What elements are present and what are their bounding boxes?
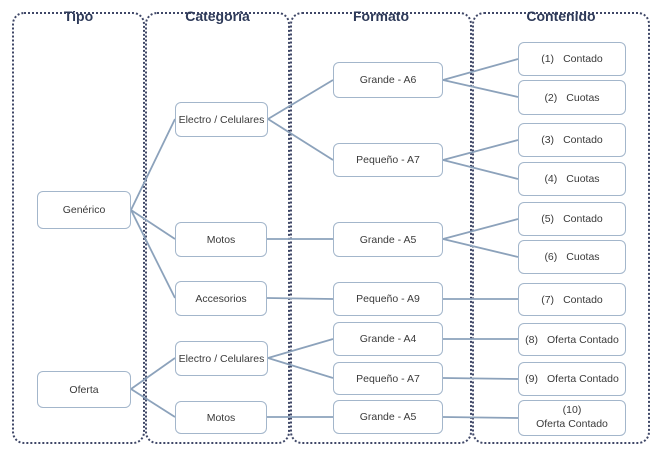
contenido-number: (4) [544, 173, 558, 185]
contenido-label: Cuotas [566, 91, 600, 104]
connector-line [130, 118, 176, 211]
node-electro-celulares-1: Electro / Celulares [175, 102, 268, 137]
contenido-number: (5) [541, 213, 555, 225]
node-electro-celulares-2: Electro / Celulares [175, 341, 268, 376]
node-contenido-1: (1) Contado [518, 42, 626, 76]
column-header-formato: Formato [353, 8, 409, 24]
node-grande-a6: Grande - A6 [333, 62, 443, 98]
node-grande-a5b: Grande - A5 [333, 400, 443, 434]
node-pequeno-a7b: Pequeño - A7 [333, 362, 443, 395]
node-grande-a4: Grande - A4 [333, 322, 443, 356]
contenido-label: Contado [563, 213, 603, 225]
connector-line [267, 118, 334, 161]
column-header-tipo: Tipo [63, 8, 94, 24]
connector-line [442, 377, 519, 380]
contenido-label: Contado [563, 53, 603, 65]
connector-line [442, 218, 519, 240]
connector-line [267, 338, 334, 359]
connector-line [267, 357, 334, 379]
contenido-number: (10) [562, 404, 582, 417]
connector-line [266, 297, 334, 300]
connector-line [442, 139, 519, 161]
connector-line [130, 209, 176, 299]
node-contenido-5: (5) Contado [518, 202, 626, 236]
connector-line [130, 388, 176, 418]
node-contenido-2: (2) Cuotas [518, 80, 626, 115]
node-grande-a5: Grande - A5 [333, 222, 443, 257]
node-contenido-4: (4) Cuotas [518, 162, 626, 196]
contenido-number: (1) [541, 53, 555, 65]
contenido-number: (9) [525, 373, 539, 385]
contenido-number: (3) [541, 134, 555, 146]
connector-line [442, 416, 519, 419]
connector-line [442, 79, 519, 98]
node-oferta: Oferta [37, 371, 131, 408]
panel-formato [290, 12, 472, 444]
contenido-label: Cuotas [566, 251, 600, 263]
node-contenido-6: (6) Cuotas [518, 240, 626, 274]
node-generico: Genérico [37, 191, 131, 229]
connector-line [130, 357, 176, 390]
column-header-categoria: Categoría [185, 8, 250, 24]
node-contenido-8: (8) Oferta Contado [518, 323, 626, 356]
connector-line [130, 209, 176, 240]
column-header-contenido: Contenido [526, 8, 596, 24]
node-motos-1: Motos [175, 222, 267, 257]
node-motos-2: Motos [175, 401, 267, 434]
node-pequeno-a7: Pequeño - A7 [333, 143, 443, 177]
panel-categoria [145, 12, 290, 444]
contenido-number: (8) [525, 333, 539, 346]
contenido-label: Oferta Contado [536, 418, 608, 430]
node-pequeno-a9: Pequeño - A9 [333, 282, 443, 316]
connector-line [442, 159, 519, 180]
connector-line [267, 79, 334, 120]
node-contenido-7: (7) Contado [518, 283, 626, 316]
node-contenido-10: (10) Oferta Contado [518, 400, 626, 436]
contenido-number: (2) [544, 91, 558, 104]
contenido-label: Oferta Contado [547, 333, 619, 346]
connector-line [442, 58, 519, 81]
contenido-number: (7) [541, 293, 555, 306]
node-contenido-9: (9) Oferta Contado [518, 362, 626, 396]
contenido-label: Contado [563, 293, 603, 306]
connector-line [442, 238, 519, 258]
contenido-label: Cuotas [566, 173, 600, 185]
contenido-label: Contado [563, 134, 603, 146]
panel-tipo [12, 12, 145, 444]
contenido-label: Oferta Contado [547, 373, 619, 385]
panel-contenido [472, 12, 650, 444]
node-contenido-3: (3) Contado [518, 123, 626, 157]
node-accesorios: Accesorios [175, 281, 267, 316]
contenido-number: (6) [544, 251, 558, 263]
